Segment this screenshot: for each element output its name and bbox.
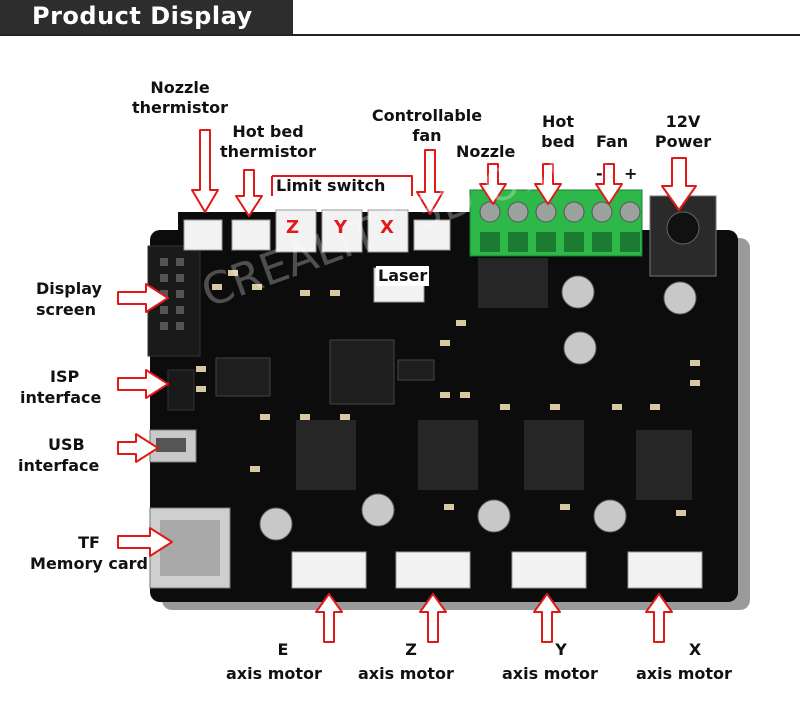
label-y-axis-motor: axis motor bbox=[502, 664, 598, 683]
arrow-nozzle-thermistor bbox=[191, 129, 219, 213]
label-nozzle-thermistor-line1: Nozzle bbox=[150, 78, 210, 97]
arrow-isp-interface bbox=[117, 369, 169, 399]
arrow-hot-bed-thermistor bbox=[235, 169, 263, 217]
label-12v-power-line2: Power bbox=[654, 132, 712, 151]
label-isp-interface-line2: interface bbox=[20, 388, 102, 407]
label-y-axis-letter: Y bbox=[555, 640, 567, 659]
label-nozzle-thermistor: Nozzle thermistor bbox=[120, 78, 240, 118]
capacitors bbox=[259, 275, 697, 541]
label-hot-bed-thermistor-line2: thermistor bbox=[220, 142, 316, 161]
label-controllable-fan-line1: Controllable bbox=[371, 106, 483, 125]
label-isp-interface-line1: ISP bbox=[50, 367, 80, 386]
label-e-axis-motor: axis motor bbox=[226, 664, 322, 683]
tf-card-slot-inner bbox=[160, 520, 220, 576]
arrow-fan bbox=[595, 163, 623, 205]
label-isp-interface: ISP interface bbox=[20, 366, 101, 408]
header-title-box: Product Display bbox=[0, 0, 293, 34]
label-fan-plus: + bbox=[624, 164, 638, 183]
header-divider bbox=[0, 0, 800, 36]
label-tf-memory-card-line2: Memory card bbox=[30, 554, 148, 573]
arrow-y-axis bbox=[533, 593, 561, 643]
label-limit-switch: Limit switch bbox=[276, 176, 386, 195]
label-nozzle: Nozzle bbox=[456, 142, 516, 161]
label-e-axis-letter: E bbox=[277, 640, 289, 659]
label-usb-interface-line1: USB bbox=[48, 435, 85, 454]
callout-arrows bbox=[117, 129, 697, 643]
isp-header-connector bbox=[167, 369, 195, 411]
power-jack-socket bbox=[666, 211, 700, 245]
arrow-e-axis bbox=[315, 593, 343, 643]
label-z-axis-letter: Z bbox=[405, 640, 417, 659]
label-axis-z-switch: Z bbox=[286, 217, 300, 238]
label-hot-bed-thermistor: Hot bed thermistor bbox=[206, 122, 330, 162]
arrow-x-axis bbox=[645, 593, 673, 643]
page-title: Product Display bbox=[32, 2, 253, 30]
label-x-axis-letter: X bbox=[688, 640, 702, 659]
arrow-nozzle bbox=[479, 163, 507, 205]
heatsinks bbox=[296, 258, 692, 500]
top-jst-connectors bbox=[183, 209, 451, 253]
label-z-axis-motor: axis motor bbox=[358, 664, 454, 683]
label-usb-interface: USB interface bbox=[18, 434, 99, 476]
label-tf-memory-card: TF Memory card bbox=[14, 532, 164, 574]
label-axis-y-switch: Y bbox=[334, 217, 348, 238]
label-controllable-fan-line2: fan bbox=[412, 126, 442, 145]
label-display-screen: Display screen bbox=[36, 278, 102, 320]
display-header-pins bbox=[160, 258, 184, 330]
label-fan: Fan bbox=[596, 132, 629, 151]
usb-port-opening bbox=[156, 438, 186, 452]
arrow-tf-card bbox=[117, 527, 173, 557]
label-hot-bed-line2: bed bbox=[541, 132, 575, 151]
label-controllable-fan: Controllable fan bbox=[352, 106, 502, 146]
label-hot-bed: Hot bed bbox=[530, 112, 586, 152]
arrow-hot-bed bbox=[534, 163, 562, 205]
green-terminal-blocks bbox=[469, 189, 643, 257]
label-laser: Laser bbox=[376, 266, 430, 286]
arrow-power bbox=[661, 157, 697, 211]
label-12v-power: 12V Power bbox=[646, 112, 720, 152]
label-hot-bed-line1: Hot bbox=[541, 112, 575, 131]
label-tf-memory-card-line1: TF bbox=[78, 533, 100, 552]
arrow-display-screen bbox=[117, 283, 169, 313]
limit-switch-bracket bbox=[271, 175, 413, 196]
label-display-screen-line1: Display bbox=[36, 279, 102, 298]
label-fan-minus: - bbox=[596, 164, 603, 183]
label-x-axis-motor: axis motor bbox=[636, 664, 732, 683]
header-bar: Product Display bbox=[0, 0, 800, 36]
label-hot-bed-thermistor-line1: Hot bed bbox=[232, 122, 304, 141]
arrow-usb-interface bbox=[117, 433, 159, 463]
label-12v-power-line1: 12V bbox=[665, 112, 701, 131]
label-usb-interface-line2: interface bbox=[18, 456, 100, 475]
label-axis-x-switch: X bbox=[380, 217, 394, 238]
pcb-board bbox=[150, 230, 738, 602]
ic-chips bbox=[215, 339, 435, 405]
arrow-z-axis bbox=[419, 593, 447, 643]
label-display-screen-line2: screen bbox=[36, 300, 96, 319]
motor-connectors bbox=[291, 551, 703, 589]
label-nozzle-thermistor-line2: thermistor bbox=[132, 98, 228, 117]
smd-components bbox=[196, 270, 700, 516]
arrow-controllable-fan bbox=[416, 149, 444, 215]
